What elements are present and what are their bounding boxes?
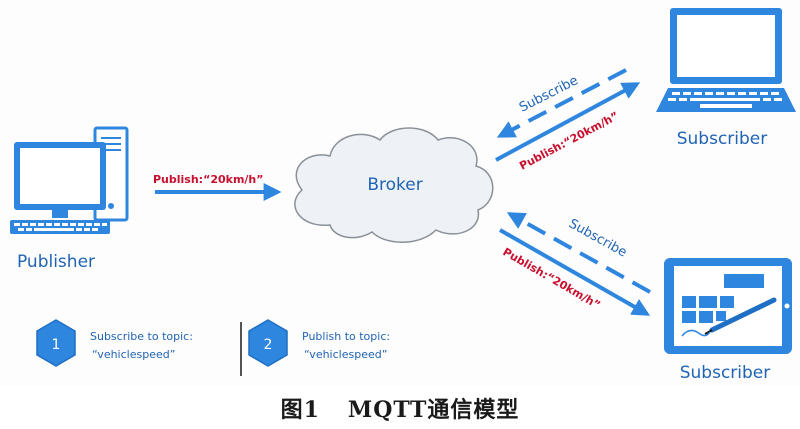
broker-node: Broker	[294, 127, 494, 243]
publisher-label: Publisher	[17, 252, 95, 272]
tablet-icon	[664, 258, 792, 354]
legend-1-number: 1	[52, 337, 61, 353]
hexagon-badge-icon	[248, 319, 288, 367]
legend-2-line1: Publish to topic:	[302, 330, 390, 343]
subscribe-bottom-label: Subscribe	[566, 216, 629, 260]
legend-2-number: 2	[264, 337, 273, 353]
edge-publish-to-broker: Publish:“20km/h”	[153, 173, 282, 201]
publish-to-broker-label: Publish:“20km/h”	[153, 173, 263, 186]
legend: 1 Subscribe to topic: “vehiclespeed” 2 P…	[36, 319, 390, 376]
legend-1-line1: Subscribe to topic:	[90, 330, 193, 343]
desktop-computer-icon	[10, 126, 129, 234]
subscriber-bottom-node: Subscriber	[664, 258, 792, 383]
publisher-node: Publisher	[10, 126, 129, 272]
figure-number: 图1	[280, 396, 320, 423]
legend-item-2: 2 Publish to topic: “vehiclespeed”	[248, 319, 390, 367]
subscriber-top-node: Subscriber	[656, 8, 796, 149]
figure-caption: 图1 MQTT通信模型	[281, 392, 520, 424]
figure-caption-area: 图1 MQTT通信模型	[0, 386, 800, 429]
laptop-icon	[656, 8, 796, 112]
subscriber-bottom-label: Subscriber	[680, 363, 771, 383]
cloud-icon	[294, 127, 494, 243]
legend-2-line2: “vehiclespeed”	[304, 348, 387, 361]
diagram-canvas: Publisher Publish:“20km/h” Broker	[10, 8, 796, 383]
legend-1-line2: “vehiclespeed”	[92, 348, 175, 361]
figure-title: MQTT通信模型	[347, 396, 520, 423]
edge-publish-bottom: Publish:“20km/h”	[499, 228, 651, 316]
subscriber-top-label: Subscriber	[677, 129, 768, 149]
broker-label: Broker	[367, 175, 422, 195]
legend-item-1: 1 Subscribe to topic: “vehiclespeed”	[36, 319, 193, 367]
edge-subscribe-bottom: Subscribe	[506, 212, 651, 294]
mqtt-diagram: Publisher Publish:“20km/h” Broker	[10, 8, 796, 383]
hexagon-badge-icon	[36, 319, 76, 367]
subscribe-top-label: Subscribe	[517, 73, 581, 115]
